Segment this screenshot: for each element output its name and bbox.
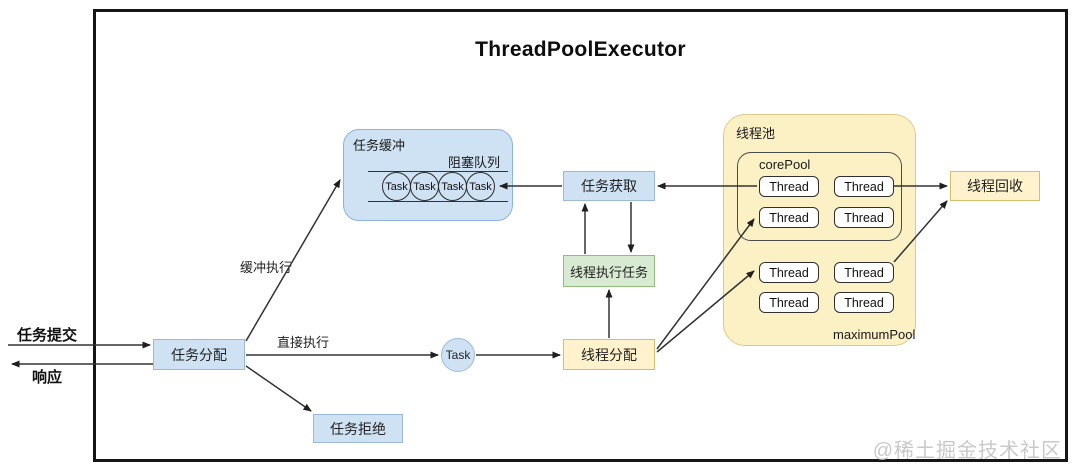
thread-alloc-node: 线程分配	[563, 339, 655, 370]
task-submit-label: 任务提交	[17, 327, 78, 344]
edge-label-direct-exec: 直接执行	[277, 335, 330, 350]
task-fetch-node: 任务获取	[563, 171, 655, 201]
thread-box: Thread	[759, 292, 819, 313]
blocking-queue-label: 阻塞队列	[447, 155, 500, 170]
queued-task-circle: Task	[382, 172, 411, 201]
queued-task-circle: Task	[438, 172, 467, 201]
task-alloc-node: 任务分配	[153, 339, 245, 370]
thread-box: Thread	[759, 207, 819, 228]
thread-recycle-node: 线程回收	[950, 171, 1040, 201]
core-pool-label: corePool	[759, 157, 811, 172]
watermark: @稀土掘金技术社区	[872, 440, 1062, 462]
thread-box: Thread	[834, 262, 894, 283]
task-buffer-label: 任务缓冲	[353, 138, 406, 153]
queue-bottom-line	[368, 201, 508, 202]
edge-label-buffered-exec: 缓冲执行	[240, 260, 293, 275]
core-pool-box: corePool	[737, 152, 902, 241]
maximum-pool-label: maximumPool	[833, 327, 916, 342]
diagram-frame	[93, 9, 1068, 462]
thread-box: Thread	[759, 262, 819, 283]
thread-box: Thread	[834, 207, 894, 228]
task-reject-node: 任务拒绝	[313, 414, 403, 443]
queue-top-line	[368, 171, 508, 172]
thread-pool-label: 线程池	[736, 126, 776, 141]
queued-task-circle: Task	[410, 172, 439, 201]
thread-box: Thread	[834, 292, 894, 313]
queued-task-circle: Task	[466, 172, 495, 201]
response-label: 响应	[32, 369, 63, 386]
task-buffer-container: 任务缓冲 阻塞队列 Task Task Task Task	[343, 129, 513, 221]
thread-box: Thread	[759, 176, 819, 197]
thread-exec-node: 线程执行任务	[563, 255, 655, 287]
task-circle-node: Task	[441, 338, 475, 372]
diagram-title: ThreadPoolExecutor	[475, 38, 686, 61]
thread-pool-container: 线程池 corePool maximumPool Thread Thread T…	[723, 114, 916, 346]
thread-box: Thread	[834, 176, 894, 197]
